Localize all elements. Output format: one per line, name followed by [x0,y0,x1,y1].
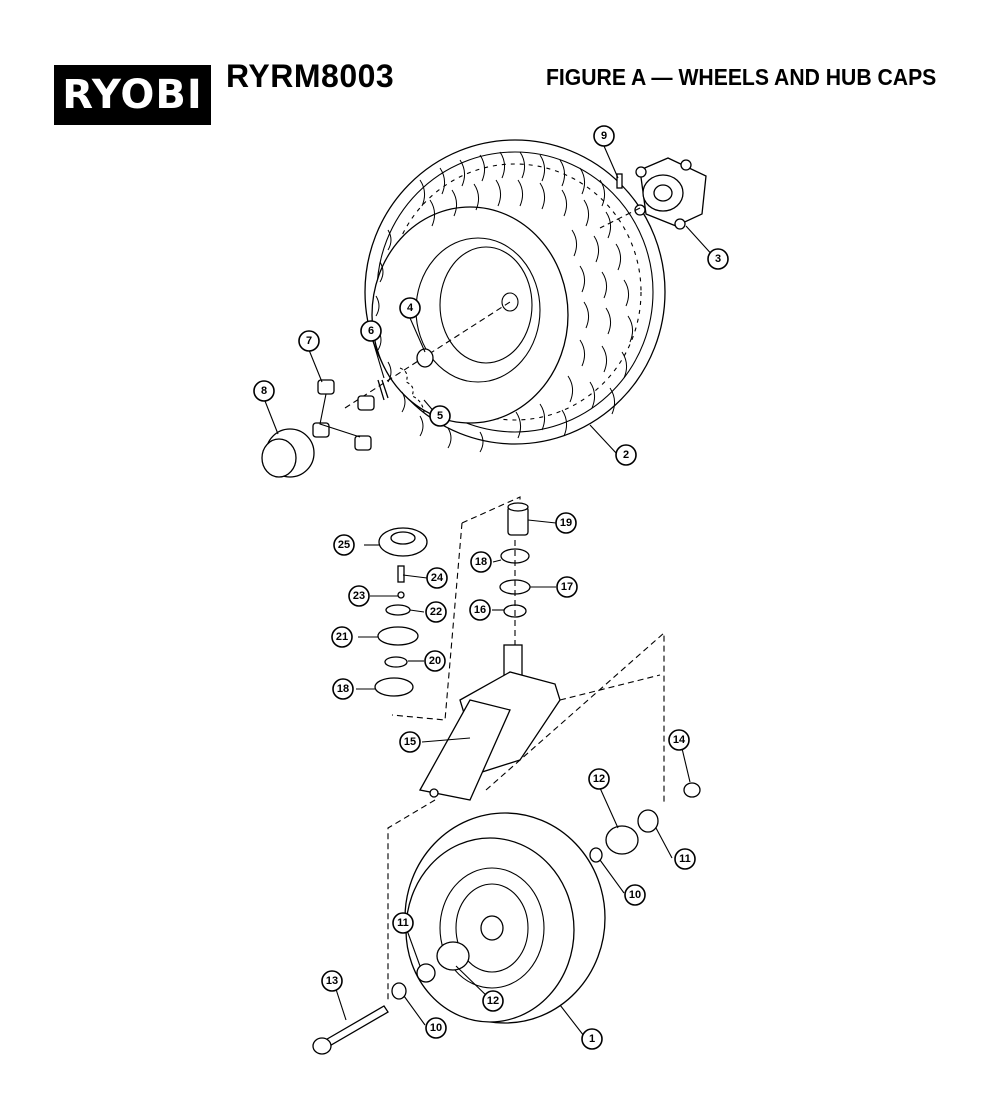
callout-9: 9 [593,125,615,147]
caster-wheel [404,812,606,1024]
roll-pin [616,173,623,189]
lock-nut [683,782,701,798]
svg-text:8: 8 [261,385,267,397]
callout-18-upper: 18 [470,551,492,573]
callout-11-right: 11 [674,848,696,870]
svg-text:24: 24 [431,572,444,584]
ryobi-logo: RYOBI [54,65,211,125]
svg-text:5: 5 [437,410,443,422]
hub-cap [261,428,315,478]
caster-fork [418,644,561,801]
svg-text:1: 1 [589,1033,595,1045]
wheel-hub [634,157,707,230]
callout-15: 15 [399,731,421,753]
callout-23: 23 [348,585,370,607]
svg-text:18: 18 [475,556,487,568]
axle-bolt [312,1005,389,1055]
svg-text:12: 12 [487,995,499,1007]
svg-text:16: 16 [474,604,486,616]
svg-text:22: 22 [430,606,442,618]
callout-7: 7 [298,330,320,352]
svg-text:6: 6 [368,325,374,337]
svg-text:10: 10 [629,889,641,901]
callout-6: 6 [360,320,382,342]
figure-title: FIGURE A — WHEELS AND HUB CAPS [546,64,937,90]
cotter-pin [377,379,389,401]
washer [416,348,434,368]
callout-25: 25 [333,534,355,556]
svg-text:21: 21 [336,631,348,643]
bearing-washer [605,825,639,855]
svg-text:14: 14 [673,734,686,746]
callout-19: 19 [555,512,577,534]
callout-22: 22 [425,601,447,623]
svg-text:3: 3 [715,253,721,265]
svg-text:9: 9 [601,130,607,142]
callout-18-lower: 18 [332,678,354,700]
caster-bearing-stack [499,502,531,650]
callout-12-upper: 12 [588,768,610,790]
valve-stem [399,367,425,413]
callout-14: 14 [668,729,690,751]
model-number: RYRM8003 [226,58,395,94]
callout-5: 5 [429,405,451,427]
callout-10-lower: 10 [425,1017,447,1039]
rear-tire [364,139,666,445]
callout-11-left: 11 [392,912,414,934]
spacer-washer [391,982,407,1000]
svg-text:25: 25 [338,539,350,551]
flat-washer [589,847,603,863]
svg-text:12: 12 [593,773,605,785]
svg-text:17: 17 [561,581,573,593]
lug-nuts [312,379,375,451]
callout-13: 13 [321,970,343,992]
svg-text:7: 7 [306,335,312,347]
callout-1: 1 [581,1028,603,1050]
callout-2: 2 [615,444,637,466]
callout-24: 24 [426,567,448,589]
svg-text:10: 10 [430,1022,442,1034]
callout-21: 21 [331,626,353,648]
svg-text:18: 18 [337,683,349,695]
svg-text:13: 13 [326,975,338,987]
svg-text:11: 11 [679,853,691,865]
callout-20: 20 [424,650,446,672]
logo-text: RYOBI [62,72,203,118]
svg-text:2: 2 [623,449,629,461]
svg-text:4: 4 [407,302,414,314]
callout-12-lower: 12 [482,990,504,1012]
callout-8: 8 [253,380,275,402]
wheel-hub-stack [374,527,428,697]
sleeve [637,809,659,833]
svg-text:23: 23 [353,590,365,602]
svg-text:15: 15 [404,736,416,748]
callout-4: 4 [399,297,421,319]
spacer [416,963,436,983]
svg-text:19: 19 [560,517,572,529]
callout-16: 16 [469,599,491,621]
callout-17: 17 [556,576,578,598]
tire-tread-pattern [375,151,634,453]
callout-3: 3 [707,248,729,270]
svg-text:11: 11 [397,917,409,929]
callout-10-upper: 10 [624,884,646,906]
svg-text:20: 20 [429,655,441,667]
